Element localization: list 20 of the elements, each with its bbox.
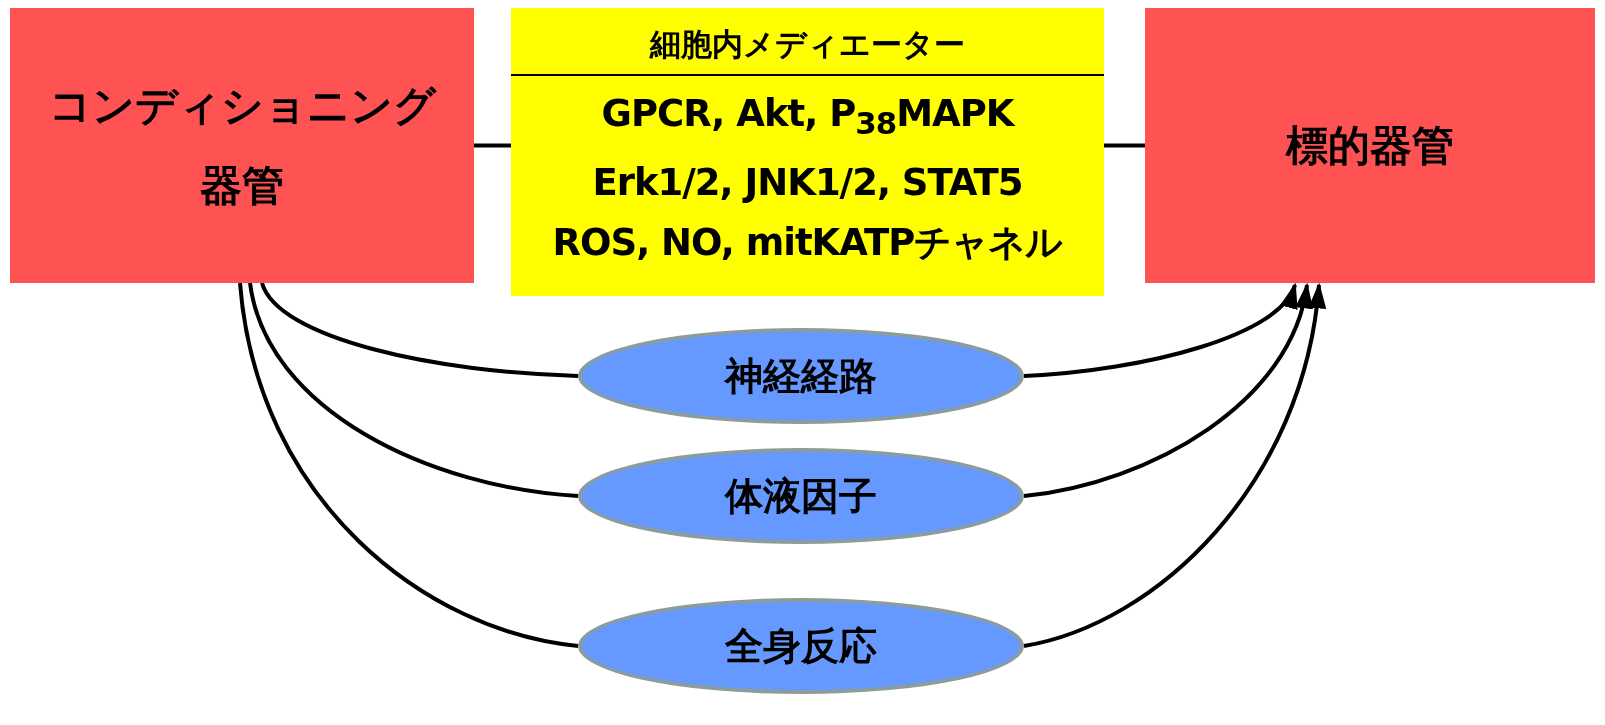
mediator-list-line: Erk1/2, JNK1/2, STAT5 — [592, 160, 1023, 207]
organ-box — [10, 8, 474, 283]
pathway-label: 体液因子 — [725, 472, 877, 520]
connector-line — [474, 143, 511, 148]
pathway-label: 全身反応 — [725, 622, 877, 670]
mediator-box — [511, 8, 1104, 296]
organ-box — [1145, 8, 1595, 283]
arrow — [1023, 283, 1313, 498]
arrow — [1023, 283, 1297, 378]
connector-line — [1104, 143, 1145, 148]
connector-line — [248, 282, 579, 498]
mediator-list-line: GPCR, Akt, P$_{38}$MAPK — [601, 91, 1014, 144]
mediator-heading: 細胞内メディエーター — [511, 8, 1104, 76]
connector-line — [260, 282, 579, 378]
mediator-list-line: ROS, NO, mitKATPチャネル — [552, 220, 1063, 267]
organ-label: コンディショニング器管 — [47, 79, 438, 212]
arrow — [1023, 283, 1326, 648]
organ-label: 標的器管 — [1284, 119, 1455, 172]
connector-line — [238, 282, 579, 648]
pathway-label: 神経経路 — [725, 352, 877, 400]
